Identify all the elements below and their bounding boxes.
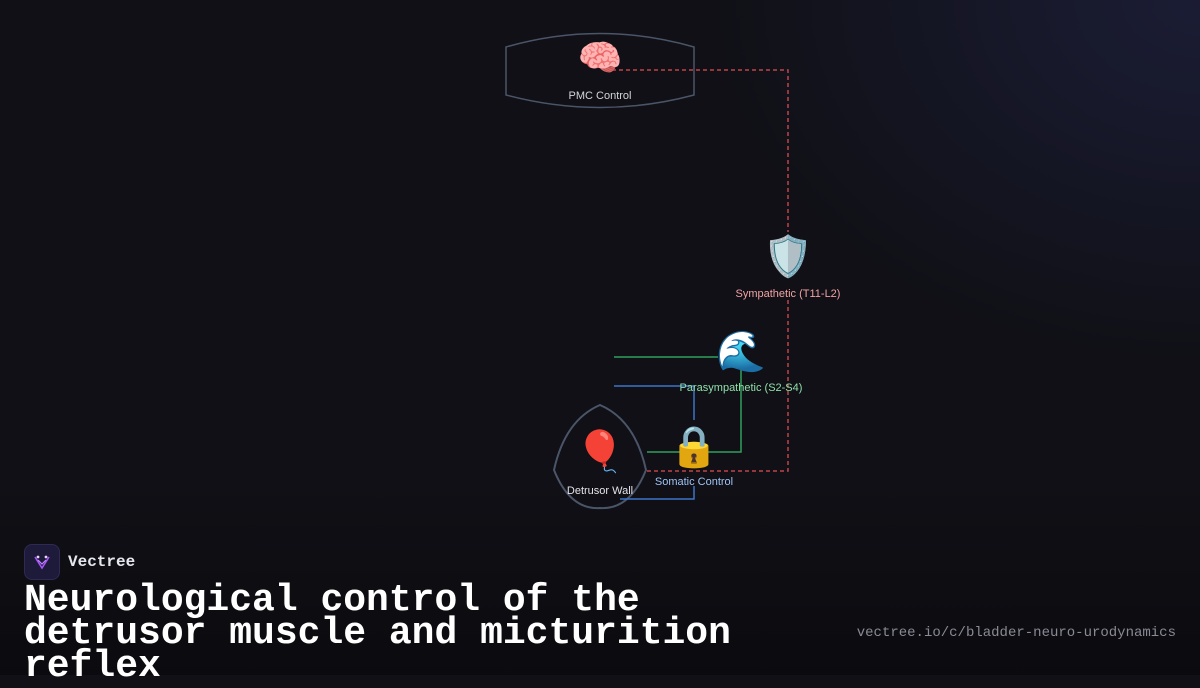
brain-icon: 🧠 [578, 38, 623, 79]
parasympathetic-label: Parasympathetic (S2-S4) [680, 382, 803, 394]
brand-name: Vectree [68, 553, 136, 571]
page-title: Neurological control of the detrusor mus… [24, 579, 731, 688]
brand: Vectree [24, 544, 135, 580]
parasympathetic-to-detrusor-edge [647, 368, 742, 453]
detrusor-node-shape [552, 403, 648, 510]
detrusor-label: Detrusor Wall [567, 485, 633, 497]
somatic-edge [614, 385, 695, 420]
lock-icon: 🔒 [669, 424, 719, 470]
balloon-icon: 🎈 [575, 427, 625, 475]
pmc-label: PMC Control [569, 90, 632, 102]
pmc-node-shape [505, 32, 695, 109]
source-url: vectree.io/c/bladder-neuro-urodynamics [856, 625, 1176, 641]
wave-icon: 🌊 [716, 328, 766, 375]
shield-icon: 🛡️ [763, 233, 813, 280]
somatic-to-detrusor-edge [620, 486, 695, 500]
sympathetic-label: Sympathetic (T11-L2) [736, 288, 841, 300]
sympathetic-edge [612, 69, 789, 472]
somatic-label: Somatic Control [655, 476, 733, 488]
vectree-logo-icon [24, 544, 60, 580]
